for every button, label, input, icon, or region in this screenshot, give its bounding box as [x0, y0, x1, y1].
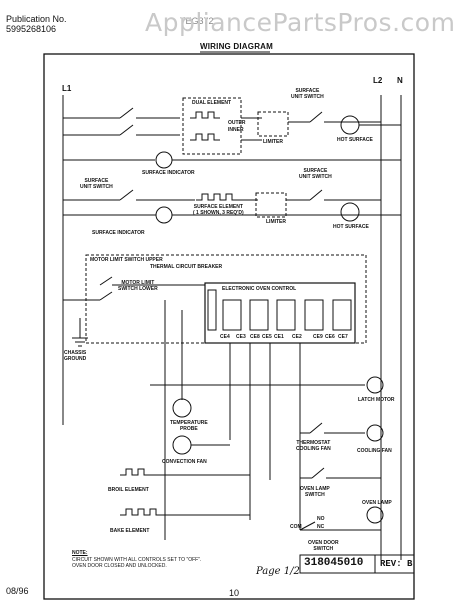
door-switch-com-label: COM — [290, 524, 302, 530]
broil-element-label: BROIL ELEMENT — [108, 487, 149, 493]
surface-heating-element — [196, 193, 238, 201]
part-number: 318045010 — [304, 557, 364, 569]
bake-element-label: BAKE ELEMENT — [110, 528, 150, 534]
revision: REV: B — [380, 559, 413, 569]
surface-indicator-label-2: SURFACE INDICATOR — [92, 230, 145, 236]
limiter-box-2 — [255, 192, 287, 218]
convection-fan-label: CONVECTION FAN — [162, 459, 207, 465]
oven-lamp-symbol — [366, 506, 384, 524]
surface-unit-switch-label-3: SURFACE UNIT SWITCH — [299, 168, 332, 180]
temperature-probe-symbol — [172, 398, 192, 418]
rail-n-label: N — [397, 76, 403, 85]
thermal-circuit-breaker-label: THERMAL CIRCUIT BREAKER — [150, 264, 223, 270]
note-line-1: CIRCUIT SHOWN WITH ALL CONTROLS SET TO "… — [72, 557, 202, 563]
rail-l2-label: L2 — [373, 76, 383, 85]
note-title: NOTE: — [72, 550, 88, 556]
electronic-oven-control-board — [204, 282, 356, 344]
footer-date: 08/96 — [6, 586, 29, 596]
hot-surface-label-1: HOT SURFACE — [337, 137, 373, 143]
temperature-probe-label: TEMPERATURE PROBE — [170, 420, 208, 432]
surface-switch-contact — [119, 107, 134, 119]
electronic-oven-control-label: ELECTRONIC OVEN CONTROL — [222, 286, 297, 292]
control-terminal-label: CE6 — [325, 334, 335, 340]
diagram-frame — [43, 53, 415, 600]
surface-unit-switch-label-1: SURFACE UNIT SWITCH — [291, 88, 324, 100]
latch-motor-label: LATCH MOTOR — [358, 397, 395, 403]
inner-heating-element — [190, 133, 220, 141]
surface-indicator-lamp-2 — [155, 206, 173, 224]
control-terminal-label: CE3 — [236, 334, 246, 340]
limiter-box-1 — [257, 111, 289, 137]
cooling-fan-label: COOLING FAN — [357, 448, 392, 454]
control-terminal-label: CE9 — [313, 334, 323, 340]
thermostat-cooling-fan-label: THERMOSTAT COOLING FAN — [296, 440, 331, 452]
terminal-strip — [207, 289, 217, 331]
bake-element-symbol — [120, 508, 162, 516]
broil-element-symbol — [120, 468, 150, 476]
oven-lamp-label: OVEN LAMP — [362, 500, 392, 506]
door-switch-nc-label: NC — [317, 524, 325, 530]
motor-limit-switch-lower-label: MOTOR LIMIT SWITCH LOWER — [118, 280, 158, 292]
surface-indicator-label-1: SURFACE INDICATOR — [142, 170, 195, 176]
watermark: AppliancePartsPros.com — [145, 8, 456, 37]
diagram-title: WIRING DIAGRAM — [200, 42, 274, 51]
hot-surface-lamp-2 — [340, 202, 360, 222]
limiter-label-1: LIMITER — [263, 139, 283, 145]
chassis-ground-label: CHASSIS GROUND — [64, 350, 87, 362]
publication-number: 5995268106 — [6, 24, 57, 34]
surface-unit-switch-label-2: SURFACE UNIT SWITCH — [80, 178, 113, 190]
oven-lamp-switch-label: OVEN LAMP SWITCH — [300, 486, 330, 498]
surface-element-label: SURFACE ELEMENT ( 1 SHOWN, 3 REQ'D) — [193, 204, 244, 216]
control-terminal-label: CE8 — [250, 334, 260, 340]
footer-page-number: 10 — [229, 588, 240, 598]
part-number-box — [299, 554, 415, 574]
limiter-label-2: LIMITER — [266, 219, 286, 225]
dual-element-label: DUAL ELEMENT — [192, 100, 232, 106]
door-switch-no-label: NO — [317, 516, 325, 522]
control-terminal-label: CE1 — [274, 334, 284, 340]
convection-fan-symbol — [172, 435, 192, 455]
cooling-fan-symbol — [366, 424, 384, 442]
hot-surface-lamp-1 — [340, 115, 360, 135]
control-terminal-label: CE4 — [220, 334, 230, 340]
outer-label: OUTER — [228, 120, 246, 126]
outer-heating-element — [190, 111, 220, 119]
control-terminal-label: CE7 — [338, 334, 348, 340]
relay-blocks — [222, 299, 352, 331]
control-terminal-label: CE2 — [292, 334, 302, 340]
hot-surface-label-2: HOT SURFACE — [333, 224, 369, 230]
latch-motor-symbol — [366, 376, 384, 394]
dual-element-box — [182, 97, 242, 155]
inner-label: INNER — [228, 127, 244, 133]
note-line-2: OVEN DOOR CLOSED AND UNLOCKED. — [72, 563, 167, 569]
publication-label: Publication No. — [6, 14, 67, 24]
model-label: TEG372 — [180, 16, 214, 26]
surface-switch-contact — [119, 124, 134, 136]
oven-door-switch-label: OVEN DOOR SWITCH — [308, 540, 339, 552]
rail-l1-label: L1 — [62, 84, 72, 93]
control-terminal-label: CE5 — [262, 334, 272, 340]
handwritten-page-note: Page 1/2 — [256, 566, 300, 577]
motor-limit-switch-upper-label: MOTOR LIMIT SWITCH UPPER — [90, 257, 163, 263]
surface-indicator-lamp-1 — [155, 151, 173, 169]
